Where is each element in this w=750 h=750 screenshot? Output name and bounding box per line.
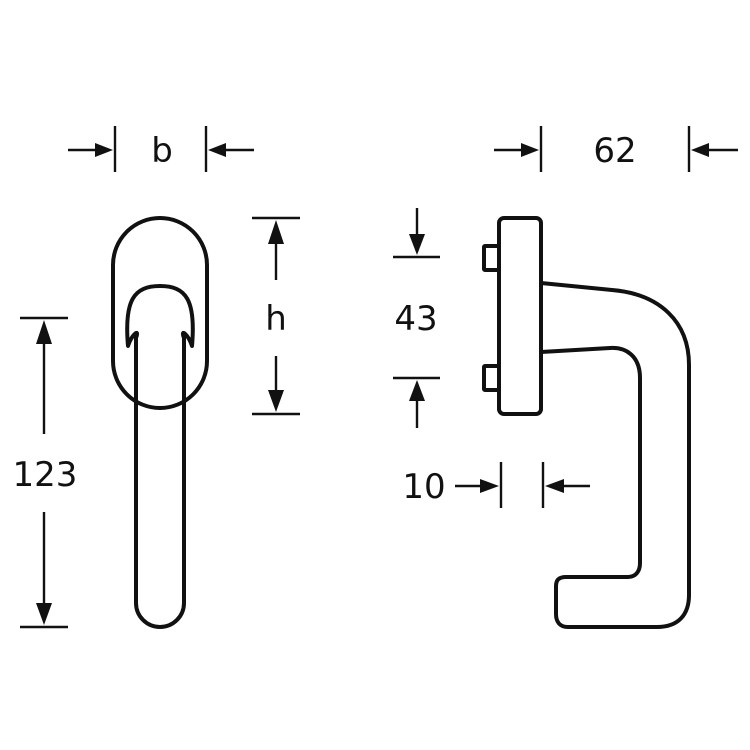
side-view — [482, 216, 691, 629]
dimension-123-label: 123 — [13, 455, 78, 495]
lever-side-profile-outline — [539, 281, 691, 629]
lower-screw-stud — [482, 364, 501, 392]
dimension-43-label: 43 — [394, 299, 437, 339]
dimension-10-left-arrow — [480, 479, 499, 493]
dimension-62-label: 62 — [593, 131, 636, 171]
dimension-b-label: b — [151, 131, 173, 171]
dimension-43: 43 — [393, 208, 440, 428]
dimension-b-right-arrow — [208, 143, 226, 157]
dimension-123-bottom-arrow — [36, 603, 52, 625]
dimension-123-top-arrow — [36, 320, 52, 344]
front-view — [111, 216, 209, 629]
lever-handle-outline — [125, 284, 195, 629]
rose-plate-outline — [111, 216, 209, 410]
dimension-h-top-arrow — [268, 220, 284, 244]
dimension-10: 10 — [402, 462, 590, 508]
dimension-43-bottom-arrow — [409, 380, 425, 401]
dimension-h: h — [252, 216, 300, 416]
dimension-10-right-arrow — [545, 479, 564, 493]
dimension-43-top-arrow — [409, 234, 425, 255]
dimension-62: 62 — [494, 126, 738, 172]
dimension-b-left-arrow — [95, 143, 113, 157]
dimension-62-right-arrow — [691, 143, 709, 157]
dimension-b: b — [68, 126, 254, 172]
dimension-10-label: 10 — [402, 467, 445, 507]
dimension-h-label: h — [265, 299, 287, 339]
dimension-h-bottom-arrow — [268, 390, 284, 412]
dimension-62-left-arrow — [521, 143, 539, 157]
dimension-123: 123 — [13, 316, 78, 629]
upper-screw-stud — [482, 244, 501, 272]
rose-plate-side-outline — [497, 216, 543, 416]
